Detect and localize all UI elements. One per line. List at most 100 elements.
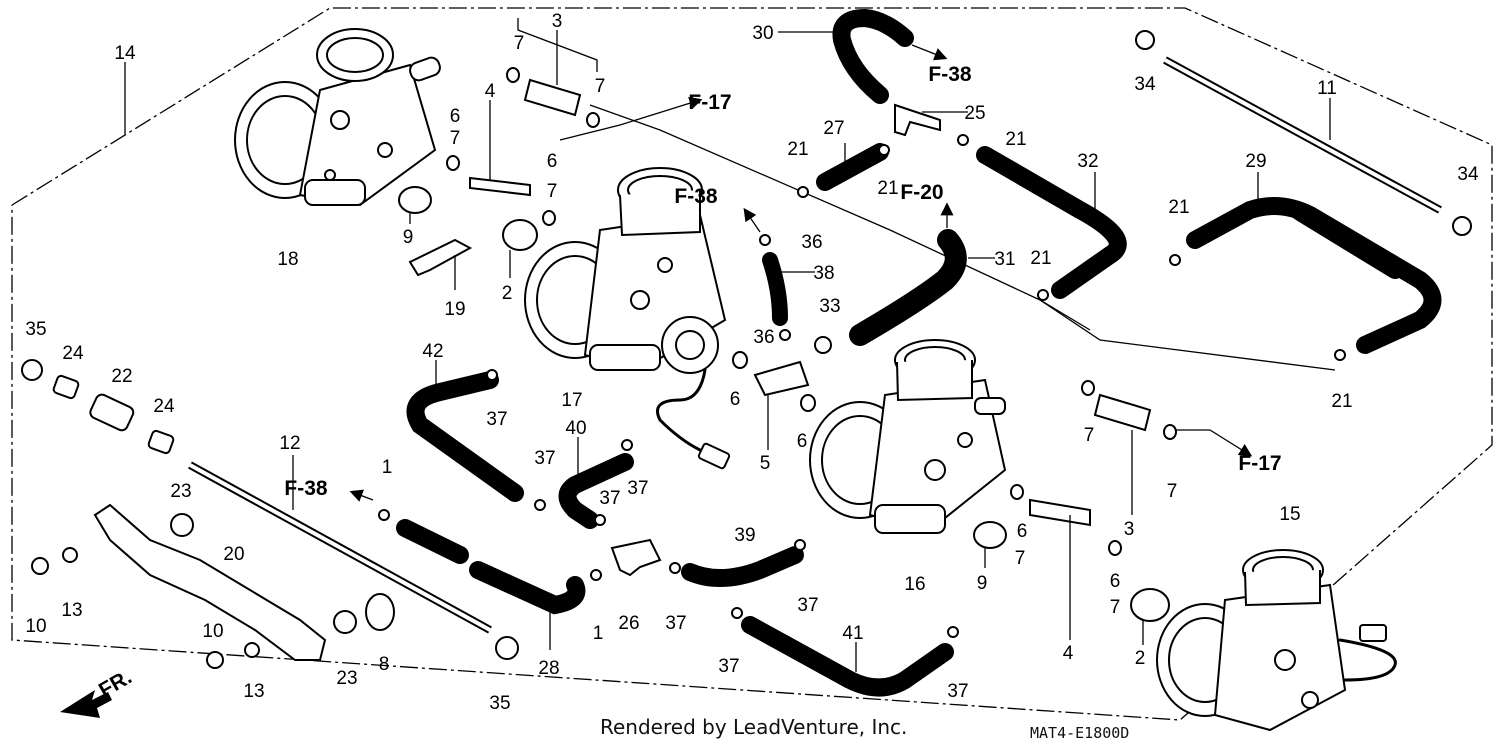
part-label-p14: 14 xyxy=(114,43,136,64)
part-label-p21c: 21 xyxy=(1005,129,1026,150)
part-label-p34b: 34 xyxy=(1457,164,1479,185)
part-label-p10b: 10 xyxy=(202,621,223,642)
ref-label-r5: F-38 xyxy=(284,477,328,500)
part-label-p1b: 1 xyxy=(593,623,604,644)
assembly-boundary xyxy=(11,7,1493,721)
part-label-p5: 5 xyxy=(760,453,771,474)
spring-9a xyxy=(398,186,432,214)
hose-27 xyxy=(816,143,889,191)
part-label-p6b: 6 xyxy=(547,151,558,172)
part-label-p37g: 37 xyxy=(718,656,739,677)
part-label-p31: 31 xyxy=(994,249,1015,270)
rod-12 xyxy=(188,461,492,634)
part-label-p40: 40 xyxy=(565,418,586,439)
part-label-p35b: 35 xyxy=(489,693,510,714)
part-label-p21b: 21 xyxy=(877,178,898,199)
holder-2a xyxy=(502,219,538,251)
part-label-p2a: 2 xyxy=(502,283,513,304)
hose-40 xyxy=(558,453,634,529)
front-arrow-icon: FR. xyxy=(60,665,136,718)
part-label-p6e: 6 xyxy=(1017,521,1028,542)
part-label-p37h: 37 xyxy=(947,681,968,702)
part-label-p42: 42 xyxy=(422,341,443,362)
carburetor-18 xyxy=(234,28,441,207)
hose-39 xyxy=(681,546,804,588)
credit-text: Rendered by LeadVenture, Inc. xyxy=(600,715,908,739)
part-label-p21d: 21 xyxy=(1168,197,1189,218)
clips xyxy=(378,30,1472,638)
part-label-p9a: 9 xyxy=(403,227,414,248)
part-label-p27: 27 xyxy=(823,118,844,139)
part-label-p21e: 21 xyxy=(1030,248,1051,269)
rod-11 xyxy=(1163,56,1442,214)
part-label-p16: 16 xyxy=(904,574,925,595)
hose-38 xyxy=(762,252,788,326)
part-label-p13a: 13 xyxy=(61,600,82,621)
part-label-p17: 17 xyxy=(561,390,582,411)
part-label-p37a: 37 xyxy=(486,409,507,430)
part-label-p7a: 7 xyxy=(514,33,525,54)
carburetor-15 xyxy=(1156,549,1397,732)
part-label-p36b: 36 xyxy=(753,327,774,348)
part-number-labels: 1418377467679192302527212121321134342921… xyxy=(25,11,1479,714)
ref-label-r6: F-17 xyxy=(1238,452,1281,475)
part-label-p37d: 37 xyxy=(599,488,620,509)
part-label-p37c: 37 xyxy=(627,478,648,499)
hose-42 xyxy=(406,371,524,502)
part-label-p12: 12 xyxy=(279,433,300,454)
diagram-code: MAT4-E1800D xyxy=(1030,724,1130,742)
ref-label-r3: F-38 xyxy=(674,185,718,208)
part-label-p6a: 6 xyxy=(450,106,461,127)
part-label-p38: 38 xyxy=(813,263,834,284)
valve-3b xyxy=(1093,393,1152,432)
part-label-p34a: 34 xyxy=(1134,74,1156,95)
hose-32 xyxy=(976,146,1127,299)
part-label-p6f: 6 xyxy=(1110,571,1121,592)
hose-30 xyxy=(832,8,914,104)
spring-9b xyxy=(973,521,1007,549)
part-label-p3: 3 xyxy=(552,11,563,32)
part-label-p28: 28 xyxy=(538,658,559,679)
part-label-p32: 32 xyxy=(1077,151,1098,172)
part-label-p3b: 3 xyxy=(1124,519,1135,540)
part-label-p35a: 35 xyxy=(25,319,46,340)
valve-4a xyxy=(469,176,531,197)
ref-label-r2: F-38 xyxy=(928,63,972,86)
part-label-p7g: 7 xyxy=(1084,425,1095,446)
part-label-p9b: 9 xyxy=(977,573,988,594)
part-label-p24b: 24 xyxy=(153,396,175,417)
ref-label-r4: F-20 xyxy=(900,181,943,204)
holder-2b xyxy=(1130,588,1170,622)
part-label-p2b: 2 xyxy=(1135,648,1146,669)
part-label-p7d: 7 xyxy=(547,181,558,202)
part-label-p23b: 23 xyxy=(336,668,357,689)
part-label-p37f: 37 xyxy=(797,595,818,616)
o-rings xyxy=(446,67,1177,556)
part-label-p1a: 1 xyxy=(382,457,393,478)
part-label-p23a: 23 xyxy=(170,481,191,502)
part-label-p18: 18 xyxy=(277,249,298,270)
part-label-p15: 15 xyxy=(1279,504,1300,525)
hose-29 xyxy=(1186,197,1442,354)
part-label-p22: 22 xyxy=(111,366,132,387)
part-label-p29: 29 xyxy=(1245,151,1266,172)
bracket-20 xyxy=(93,503,327,661)
part-label-p7h: 7 xyxy=(1167,481,1178,502)
part-label-p7b: 7 xyxy=(595,76,606,97)
part-label-p4a: 4 xyxy=(485,81,496,102)
part-label-p13b: 13 xyxy=(243,681,264,702)
part-label-p21a: 21 xyxy=(787,139,808,160)
part-label-p37e: 37 xyxy=(665,613,686,634)
part-label-p37b: 37 xyxy=(534,448,555,469)
part-label-p26: 26 xyxy=(618,613,639,634)
carburetor-17 xyxy=(524,167,731,470)
part-label-p11: 11 xyxy=(1317,78,1337,99)
valve-5 xyxy=(753,360,810,397)
part-label-p25: 25 xyxy=(964,103,985,124)
part-label-p7e: 7 xyxy=(1015,548,1026,569)
small-parts-left xyxy=(21,359,519,669)
part-label-p10a: 10 xyxy=(25,616,46,637)
hose-28 xyxy=(469,561,586,615)
part-label-p6c: 6 xyxy=(730,389,741,410)
